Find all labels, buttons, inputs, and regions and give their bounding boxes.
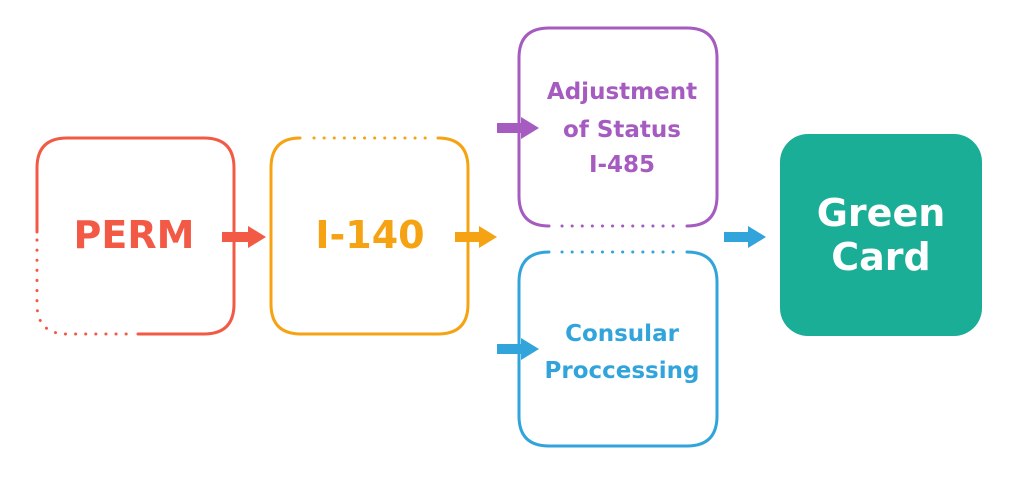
arrow-to-green-card [724, 226, 766, 248]
arrow-to-adjustment [497, 117, 539, 139]
arrow-perm-to-i140 [222, 226, 266, 248]
perm-box-solid [35, 136, 236, 336]
green-card-label-line-2: Card [831, 235, 930, 279]
i140-label: I-140 [315, 213, 424, 257]
perm-label: PERM [74, 213, 195, 257]
adjustment-of-status-step: Adjustment of Status I-485 [517, 26, 719, 228]
adjustment-label-line-2: of Status [563, 117, 681, 143]
consular-box-solid [517, 250, 719, 448]
i140-step: I-140 [269, 136, 470, 336]
perm-step: PERM [35, 136, 236, 336]
arrow-i140-forward [455, 226, 497, 248]
arrow-to-consular [497, 338, 539, 360]
perm-box-dotted [35, 238, 132, 336]
green-card-label-line-1: Green [817, 191, 946, 235]
adjustment-label-line-3: I-485 [589, 152, 655, 178]
consular-processing-step: Consular Proccessing [517, 250, 719, 448]
consular-label-line-2: Proccessing [545, 358, 700, 384]
i140-box-solid [269, 136, 470, 336]
consular-label-line-1: Consular [565, 321, 680, 347]
adjustment-label-line-1: Adjustment [547, 79, 697, 105]
green-card-box [780, 134, 982, 336]
adjustment-box-solid [517, 26, 719, 228]
green-card-step: Green Card [780, 134, 982, 336]
